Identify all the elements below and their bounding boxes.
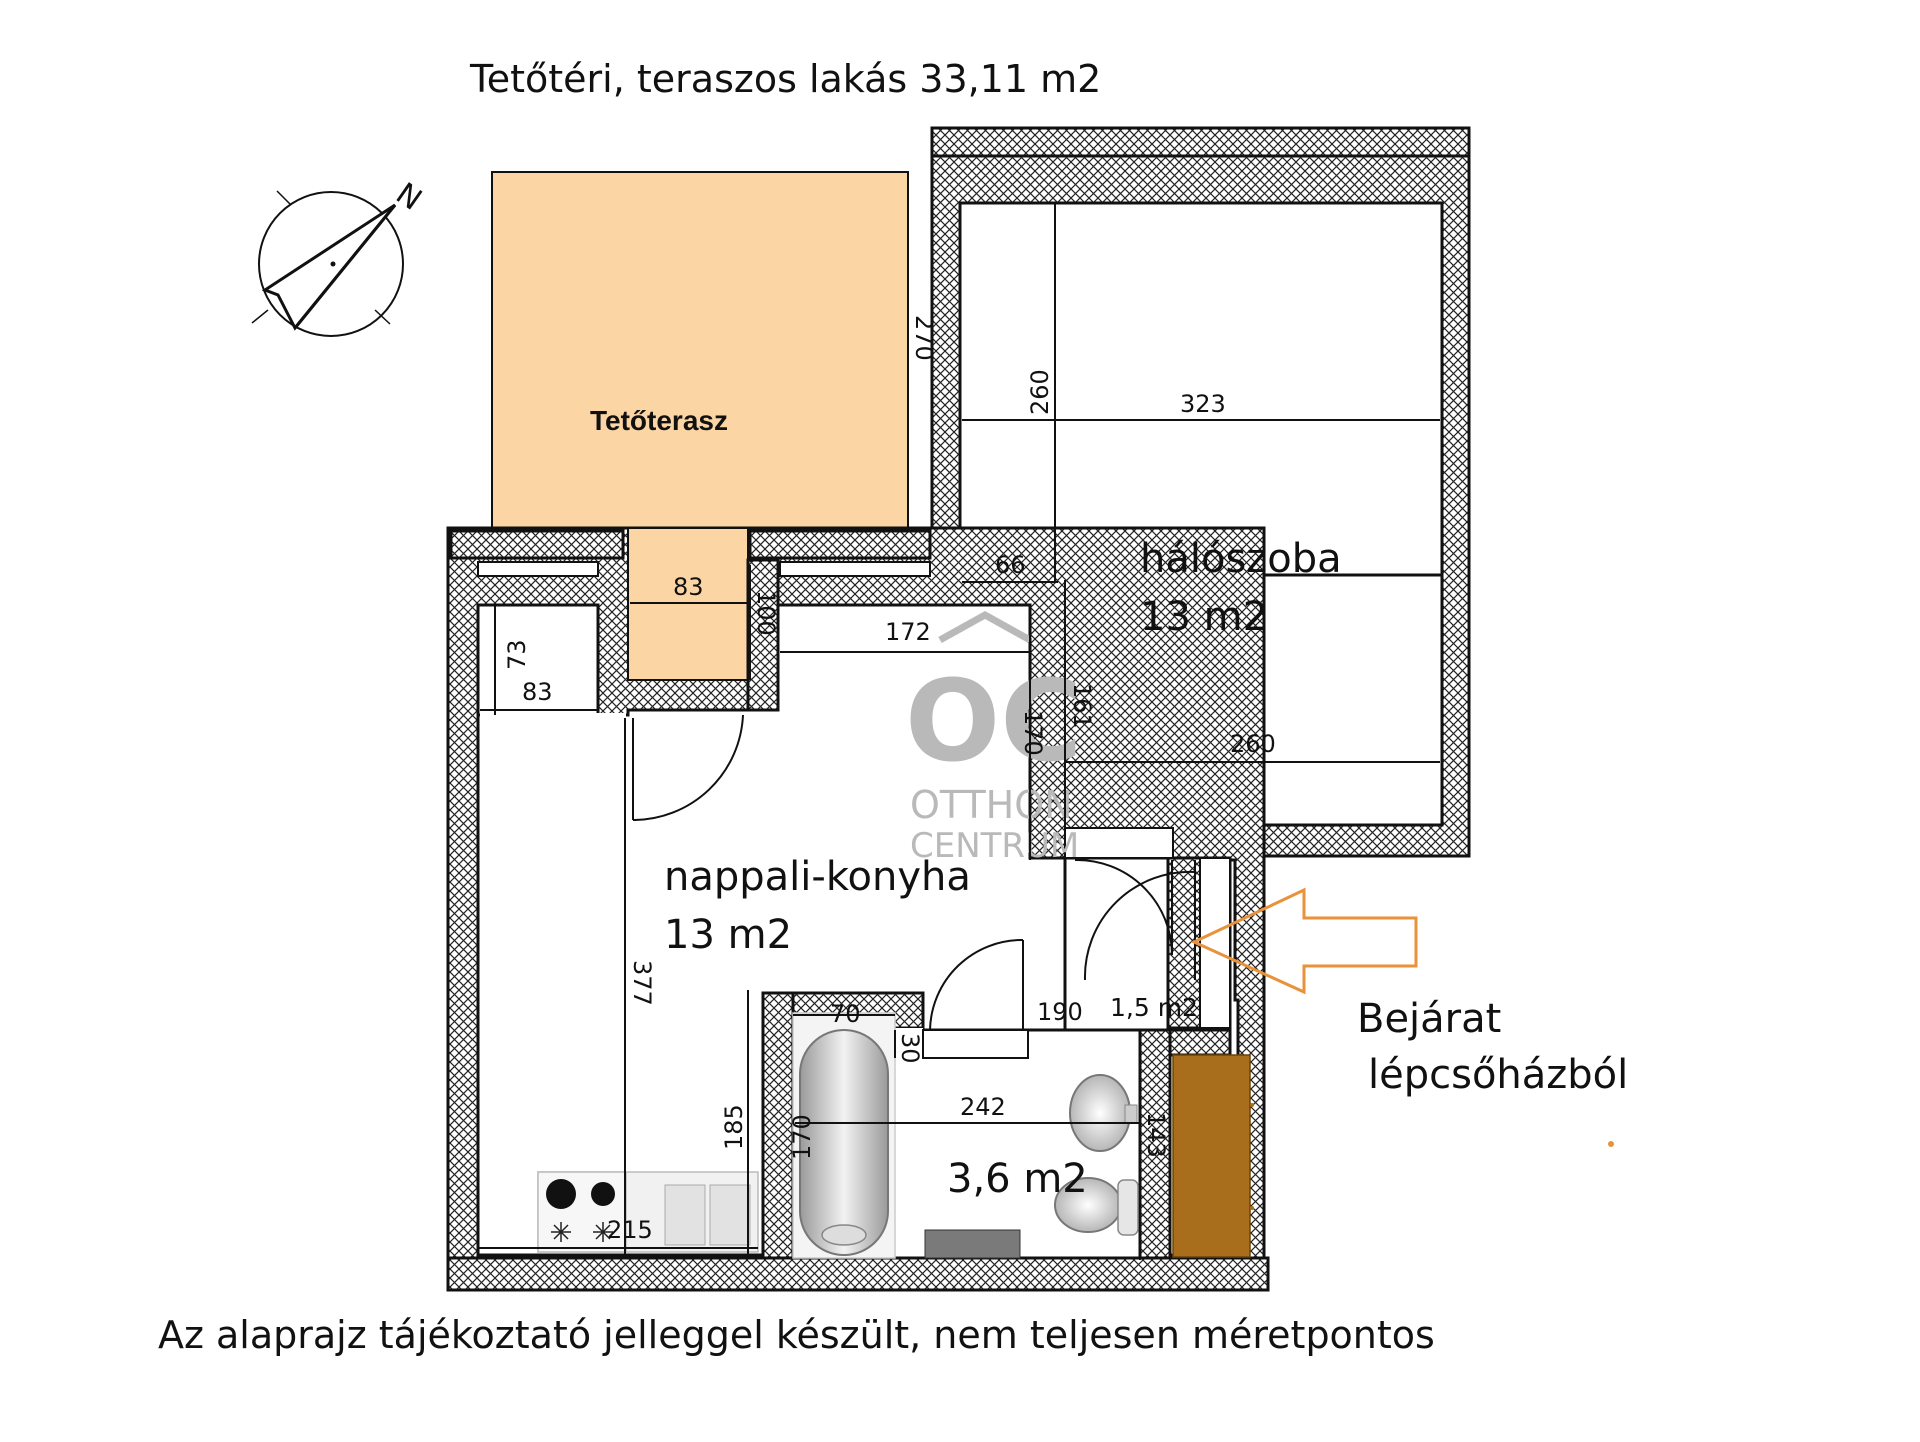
bathroom-door [929,938,1024,1031]
dim-terrace-height: 270 [910,315,938,361]
hob-burner-icon [546,1179,576,1209]
footer-note: Az alaprajz tájékoztató jelleggel készül… [158,1313,1435,1357]
dim-bedroom-offset: 66 [995,551,1026,579]
dim-storage-height: 73 [503,639,531,670]
dimension-lines [478,172,1440,1260]
living-kitchen-area: 13 m2 [664,912,792,958]
terrace-label: Tetőterasz [590,405,728,436]
living-kitchen-name: nappali-konyha [664,854,971,900]
bathroom-area: 3,6 m2 [947,1156,1088,1202]
bedroom-wall-top [930,126,1471,158]
dim-kitchen-width: 215 [607,1216,653,1244]
kitchen-counter [537,1171,759,1253]
page-title: Tetőtéri, teraszos lakás 33,11 m2 [469,57,1101,101]
watermark-logo: OC [905,657,1082,787]
watermark-line1: OTTHON [910,783,1073,827]
sink-icon [1069,1074,1138,1152]
dim-bath-width: 242 [960,1093,1006,1121]
dim-bedroom-lower-width: 260 [1230,730,1276,758]
entrance-label-2: lépcsőházból [1368,1052,1628,1098]
bedroom-area: 13 m2 [1140,594,1268,640]
bathtub-icon [792,1012,896,1259]
dim-terrace-depth: 100 [752,590,780,636]
dim-bedroom-width: 323 [1180,390,1226,418]
entrance-label-1: Bejárat [1357,996,1501,1042]
dim-bath-door: 30 [896,1033,924,1064]
north-label: N [389,176,427,218]
dim-bath-right: 143 [1142,1112,1170,1158]
north-arrow-icon: N [251,176,428,337]
dim-tub-length: 170 [788,1114,816,1160]
dim-living-top: 172 [885,618,931,646]
dim-tub-width: 70 [830,1000,861,1028]
dim-bedroom-height: 260 [1026,369,1054,415]
bedroom-room [958,201,1444,583]
dim-bedroom-lower-height: 161 [1068,683,1096,729]
storage-door [632,714,744,822]
dim-living-right: 170 [1019,710,1047,756]
otthon-centrum-watermark: OC OTTHON CENTRUM [905,610,1082,866]
dim-bath-height: 185 [720,1104,748,1150]
dim-terrace-passage: 83 [673,573,704,601]
storage-room [476,603,600,717]
entrance-door [1074,858,1196,981]
watermark-line2: CENTRUM [910,826,1079,866]
dim-living-height: 377 [628,960,656,1006]
hob-burner-icon [591,1182,615,1206]
bedroom-name: hálószoba [1140,536,1342,582]
wardrobe [1172,1054,1251,1258]
hall-area-label: 1,5 m2 [1110,993,1198,1022]
entrance-arrow-icon [1190,887,1418,995]
dim-storage-width: 83 [522,678,553,706]
toilet-icon [1054,1177,1139,1236]
radiator [924,1229,1021,1259]
dim-hall-width: 190 [1037,998,1083,1026]
